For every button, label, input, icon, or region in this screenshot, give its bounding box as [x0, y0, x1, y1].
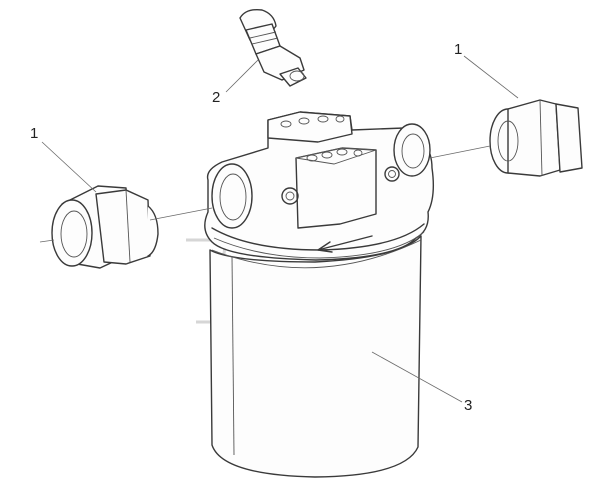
callout-left-fitting: 1	[30, 125, 38, 142]
filter-head	[204, 111, 435, 261]
callout-filter-element: 3	[464, 397, 472, 414]
callout-sensor: 2	[212, 89, 220, 106]
callout-right-fitting: 1	[454, 41, 462, 58]
leader-lines	[39, 55, 519, 403]
filter-element	[209, 235, 422, 478]
sensor-plug	[239, 8, 307, 87]
right-fitting	[489, 99, 583, 177]
left-fitting	[51, 185, 159, 269]
